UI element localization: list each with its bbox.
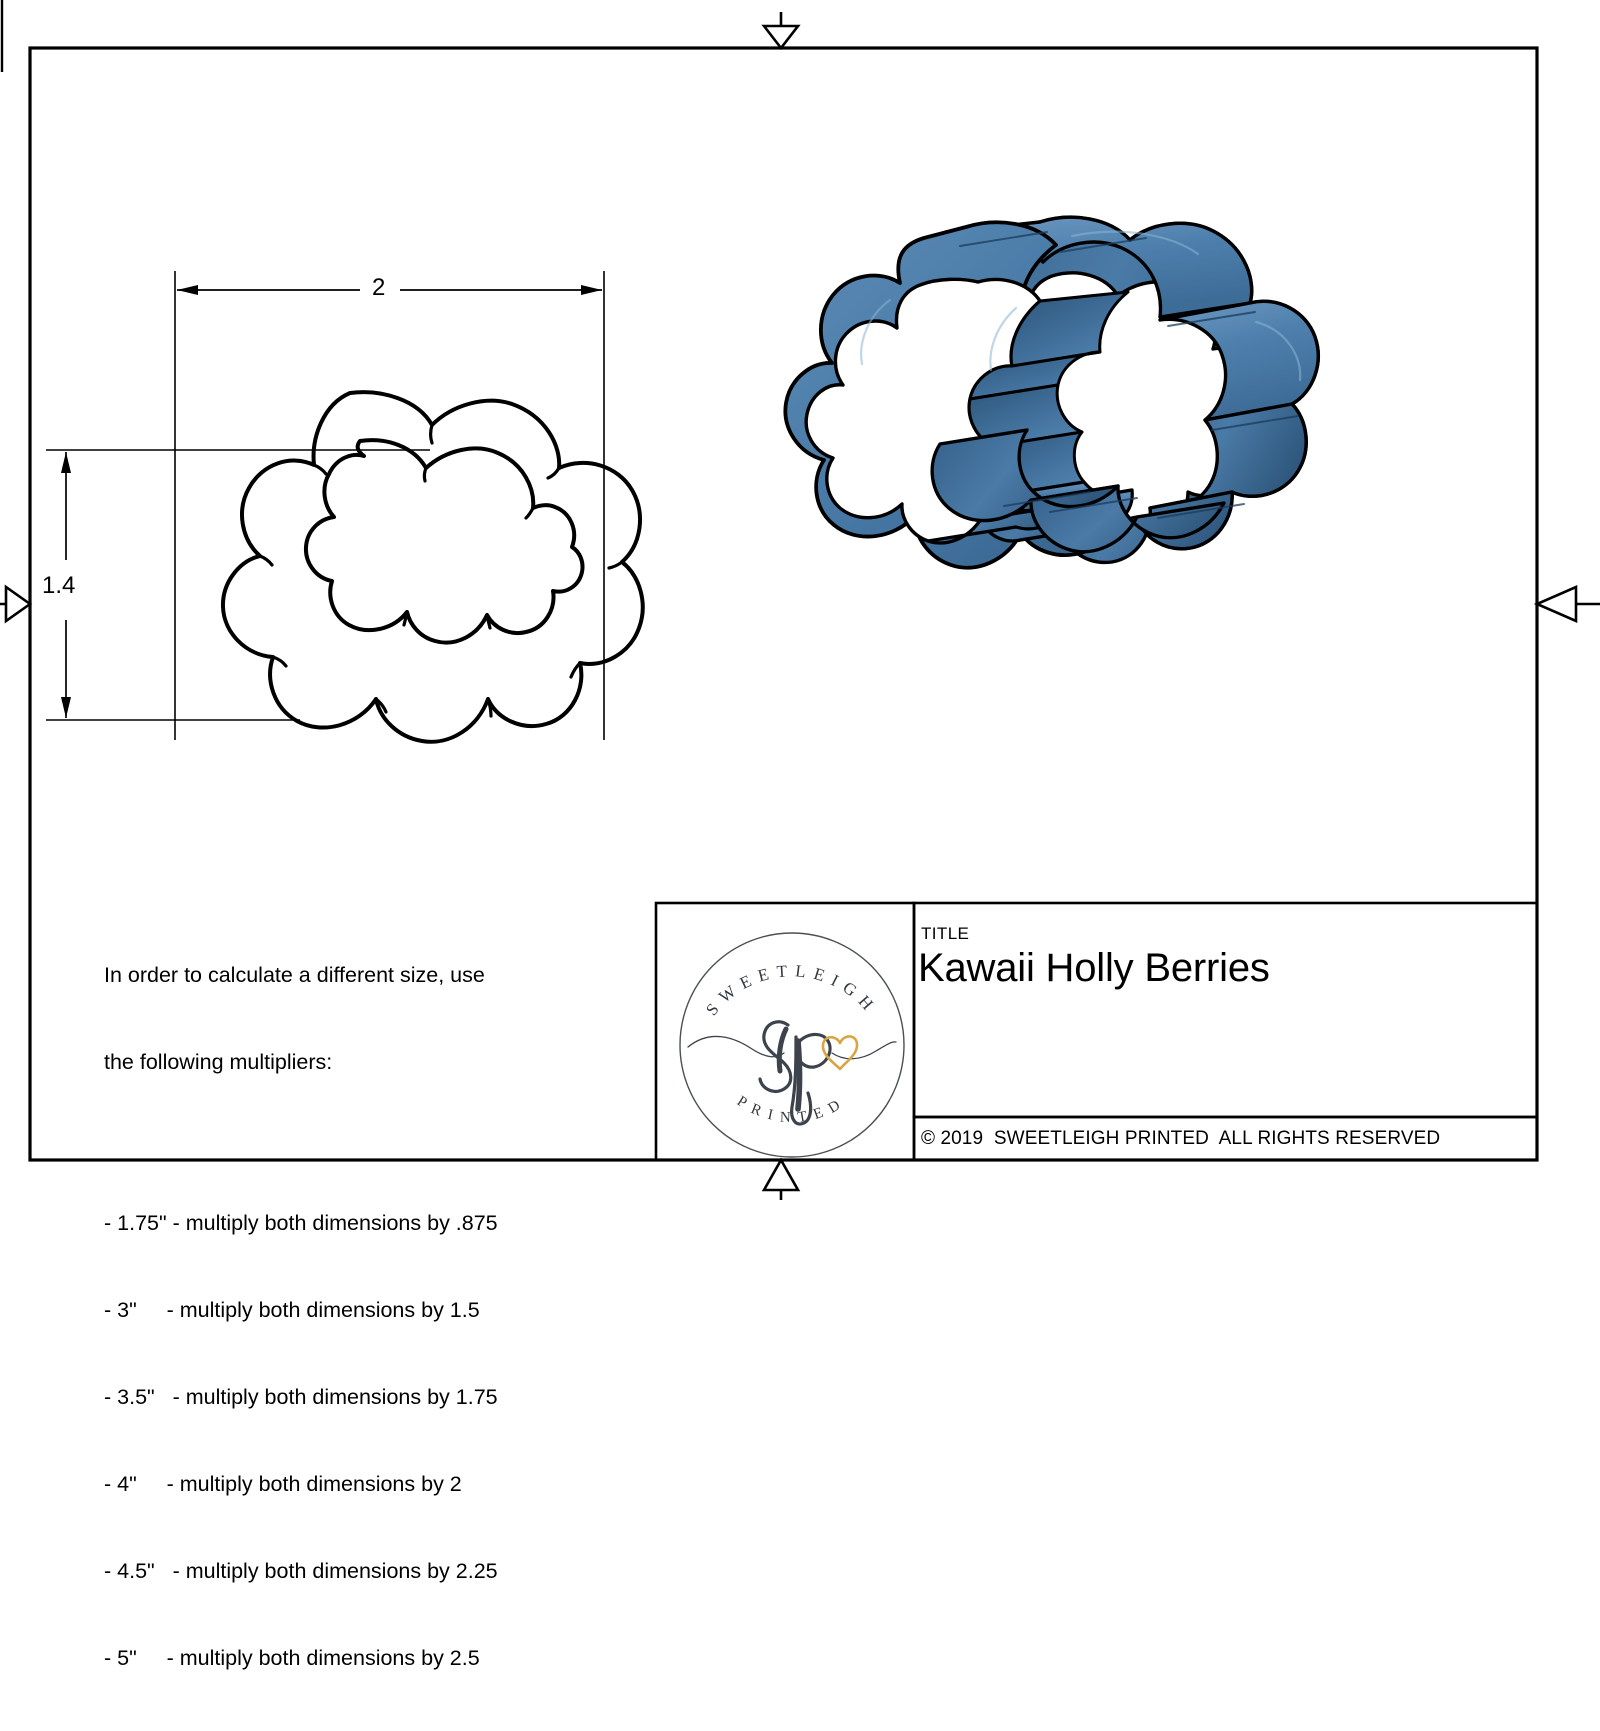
title-block-frame (654, 901, 1539, 1162)
multiplier-notes: In order to calculate a different size, … (104, 903, 498, 1731)
logo-flourish (687, 1035, 897, 1060)
logo-top-text: SWEETLEIGH (702, 961, 882, 1019)
center-mark-bottom (761, 1157, 801, 1200)
center-mark-top (761, 12, 801, 51)
sweetleigh-printed-logo: SWEETLEIGH PRINTED (672, 925, 912, 1161)
multiplier-intro-line-1: In order to calculate a different size, … (104, 963, 485, 987)
multiplier-row: - 3.5" - multiply both dimensions by 1.7… (104, 1385, 498, 1409)
inner-blade-wall (967, 290, 1130, 498)
logo-ring (679, 932, 905, 1158)
title-field-label: TITLE (921, 924, 970, 943)
cutter-2d-outline (220, 390, 645, 744)
dimension-height-label: 1.4 (42, 572, 76, 599)
dimension-width-label: 2 (372, 274, 386, 301)
drawing-sheet: SWEETLEIGH PRINTED (0, 0, 1600, 1670)
multiplier-row: - 4.5" - multiply both dimensions by 2.2… (104, 1559, 498, 1583)
far-lower-lobes (930, 428, 1226, 554)
seam-ticks (258, 423, 624, 718)
multiplier-row: - 1.75" - multiply both dimensions by .8… (104, 1211, 498, 1235)
drawing-title: Kawaii Holly Berries (918, 946, 1270, 990)
dimension-height (46, 449, 430, 721)
title-cell (912, 901, 1539, 1119)
logo-monogram (758, 1020, 832, 1126)
highlight-streaks (860, 230, 1302, 382)
center-mark-right (1533, 585, 1600, 623)
copyright-cell (912, 1115, 1539, 1162)
copyright-notice: © 2019 SWEETLEIGH PRINTED ALL RIGHTS RES… (921, 1128, 1441, 1149)
cutter-3d-render (783, 215, 1320, 570)
center-mark-left (0, 584, 33, 624)
multiplier-intro-line-2: the following multipliers: (104, 1050, 333, 1074)
multiplier-row: - 5" - multiply both dimensions by 2.5 (104, 1646, 480, 1670)
multiplier-row: - 3" - multiply both dimensions by 1.5 (104, 1298, 480, 1322)
inner-seam-ticks (402, 466, 535, 630)
extrusion-striations (959, 231, 1299, 519)
logo-heart-icon (821, 1035, 859, 1071)
multiplier-spacer (104, 1135, 498, 1151)
multiplier-row: - 4" - multiply both dimensions by 2 (104, 1472, 462, 1496)
cutter-3d-body (783, 215, 1320, 570)
